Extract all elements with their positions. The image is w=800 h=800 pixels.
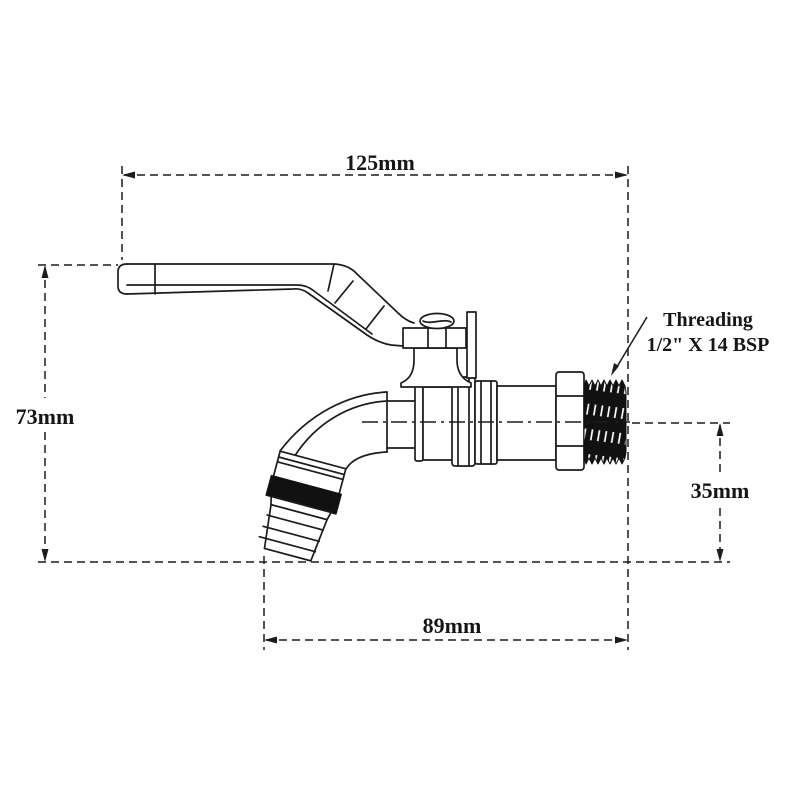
valve-stem	[400, 311, 477, 388]
packing-nut	[402, 327, 467, 349]
arrowhead	[41, 549, 49, 562]
handle-tick	[327, 263, 335, 292]
arrowhead	[264, 636, 277, 644]
handle-tick	[365, 305, 385, 330]
dimension-outlet-drop	[632, 422, 730, 562]
threading-leader	[611, 316, 648, 376]
dimension-overall-height	[38, 264, 730, 563]
hose-tail	[258, 450, 347, 562]
spout-elbow	[279, 391, 388, 470]
tap-assembly	[117, 263, 627, 562]
arrowhead	[716, 549, 724, 562]
arrowhead	[615, 636, 628, 644]
arrowhead	[611, 363, 619, 376]
handle-stop-bracket	[466, 311, 477, 379]
arrowhead	[716, 423, 724, 436]
arrowhead	[615, 171, 628, 179]
dim-label-overall-height: 73mm	[16, 404, 75, 429]
threading-note-line1: Threading	[663, 309, 753, 331]
handle-tick	[334, 280, 354, 304]
dimension-overall-length	[121, 166, 629, 650]
hex-nut	[555, 371, 585, 471]
dim-label-overall-length: 125mm	[345, 150, 415, 175]
tap-handle	[117, 263, 415, 347]
arrowhead	[41, 265, 49, 278]
threading-note-line2: 1/2" X 14 BSP	[647, 334, 770, 356]
dimension-tip-to-thread	[263, 556, 628, 650]
dimension-lines	[38, 166, 730, 650]
dim-label-tip-to-thread: 89mm	[423, 613, 482, 638]
dim-label-outlet-drop: 35mm	[691, 478, 750, 503]
arrowhead	[122, 171, 135, 179]
